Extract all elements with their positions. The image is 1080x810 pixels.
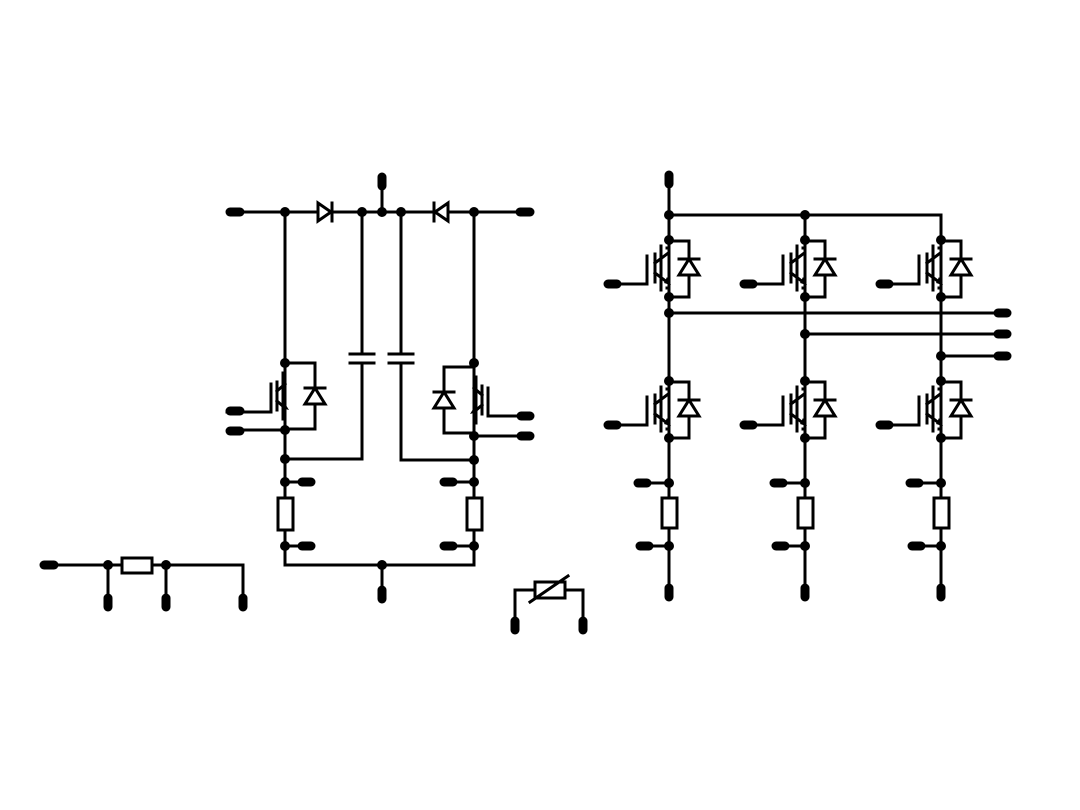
capacitor-left — [283, 210, 376, 461]
shunt-left — [276, 496, 295, 532]
igbt-phase-u-low — [613, 380, 701, 440]
shunt-resistor — [120, 556, 154, 575]
capacitor-right — [387, 210, 476, 462]
diode-right — [432, 200, 450, 224]
igbt-phase-u-high — [613, 239, 701, 299]
diode-left — [316, 200, 334, 224]
shunt-phase-u — [633, 478, 679, 602]
shunt-phase-v — [769, 478, 815, 602]
igbt-phase-w-low — [885, 380, 973, 440]
shunt-right — [465, 496, 484, 532]
igbt-phase-w-high — [885, 239, 973, 299]
igbt-brake-left — [225, 361, 327, 431]
igbt-phase-v-low — [749, 380, 837, 440]
input-shunt-resistor — [39, 556, 248, 612]
brake-chopper-half-bridges — [225, 172, 535, 604]
igbt-brake-right — [432, 365, 528, 435]
three-phase-inverter-bridge — [603, 170, 1012, 602]
shunt-phase-w — [905, 478, 951, 602]
ntc-thermistor — [510, 573, 588, 635]
igbt-phase-v-high — [749, 239, 837, 299]
